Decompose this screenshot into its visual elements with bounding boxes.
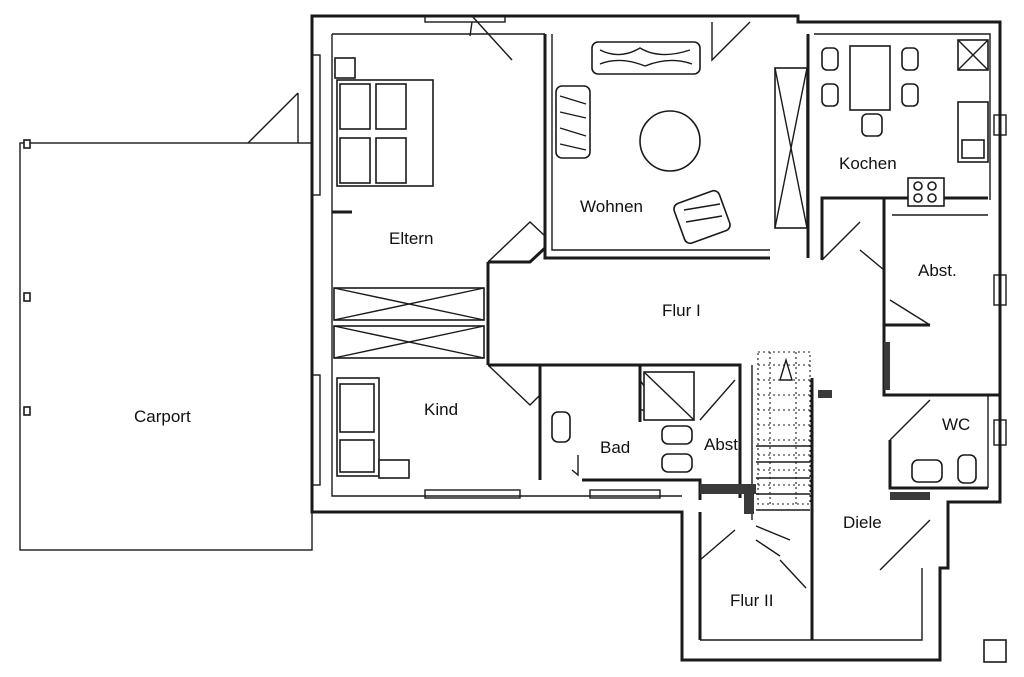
room-label-abstellraum-center: Abst. bbox=[704, 435, 743, 454]
room-label-carport: Carport bbox=[134, 407, 191, 426]
door-swings bbox=[469, 15, 931, 589]
eltern-bed bbox=[334, 57, 434, 187]
room-label-flur-2: Flur II bbox=[730, 591, 773, 610]
room-label-eltern: Eltern bbox=[389, 229, 433, 248]
room-label-abstellraum-right: Abst. bbox=[918, 261, 957, 280]
room-label-bad: Bad bbox=[600, 438, 630, 457]
room-label-kochen: Kochen bbox=[839, 154, 897, 173]
wohnen-furniture bbox=[555, 41, 808, 245]
windows bbox=[311, 15, 1007, 499]
bad-furniture bbox=[551, 371, 695, 477]
kind-bed bbox=[336, 377, 410, 479]
room-label-diele: Diele bbox=[843, 513, 882, 532]
kochen-furniture bbox=[821, 39, 989, 207]
outer-walls bbox=[310, 14, 1002, 662]
staircase bbox=[755, 351, 811, 557]
room-label-wohnen: Wohnen bbox=[580, 197, 643, 216]
interior-walls bbox=[332, 34, 1000, 640]
wardrobe-eltern bbox=[333, 287, 485, 321]
carport-area bbox=[19, 92, 313, 551]
room-labels: Carport Eltern Wohnen Kochen Abst. Flur … bbox=[134, 154, 970, 610]
wc-furniture bbox=[911, 454, 977, 484]
room-label-flur-1: Flur I bbox=[662, 301, 701, 320]
wall-hatching bbox=[681, 342, 1007, 663]
room-label-kind: Kind bbox=[424, 400, 458, 419]
room-label-wc: WC bbox=[942, 415, 970, 434]
wardrobe-kind bbox=[333, 325, 485, 359]
